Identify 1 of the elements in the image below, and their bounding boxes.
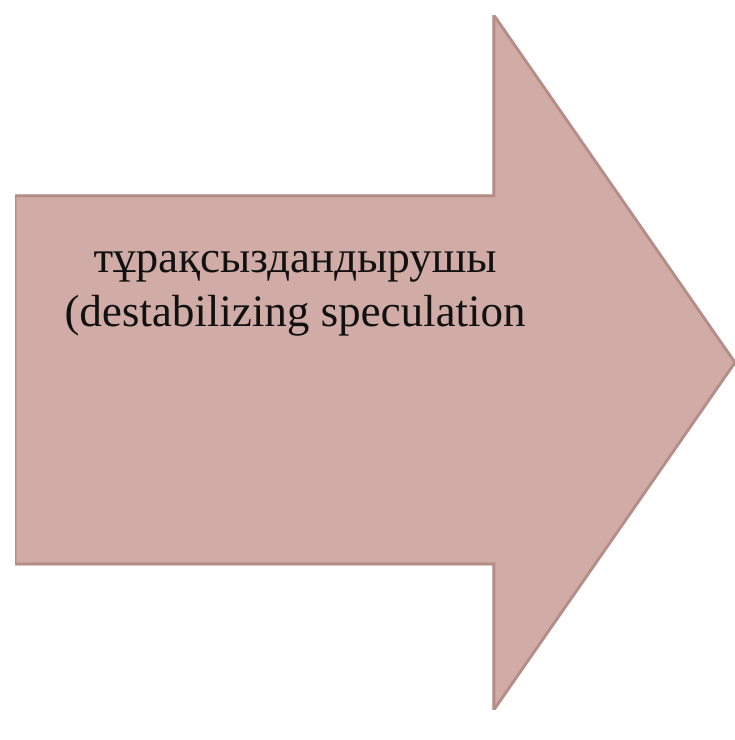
arrow-label: тұрақсыздандырушы (destabilizing speculation [63, 231, 527, 338]
